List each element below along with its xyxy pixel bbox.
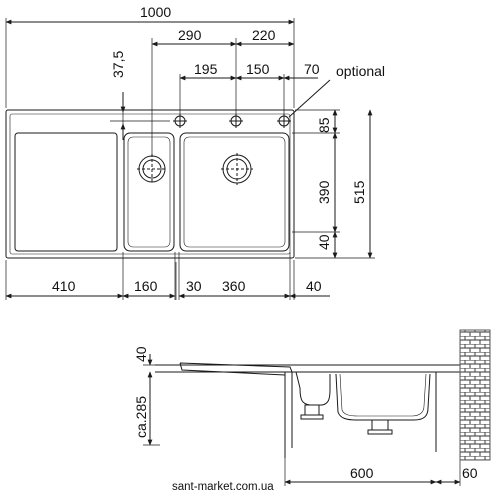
drain-trap-small: [304, 404, 320, 416]
watermark: sant-market.com.ua: [172, 481, 274, 493]
brick-wall: [459, 329, 491, 461]
small-bowl-inner: [127, 136, 171, 248]
dim-40-bottom: 40: [306, 278, 322, 294]
dim-600: 600: [350, 465, 374, 481]
dim-side-40: 40: [133, 346, 149, 362]
drain-large: [221, 153, 253, 185]
dim-30: 30: [186, 278, 202, 294]
dim-360: 360: [222, 278, 246, 294]
tap-hole-left: [173, 114, 187, 128]
tap-hole-optional: [277, 114, 291, 128]
dim-390: 390: [316, 180, 332, 204]
dim-410: 410: [52, 278, 76, 294]
dim-85: 85: [316, 117, 332, 133]
optional-label: optional: [336, 63, 385, 79]
sink-inner-rim: [9, 113, 291, 255]
drain-trap-large: [371, 419, 389, 431]
dim-60: 60: [462, 465, 478, 481]
large-bowl: [179, 132, 290, 252]
dim-40-right: 40: [316, 234, 332, 250]
dim-37-5: 37,5: [110, 51, 126, 78]
dim-290: 290: [178, 27, 202, 43]
dim-160: 160: [134, 278, 158, 294]
side-view: [143, 354, 461, 486]
dim-220: 220: [252, 27, 276, 43]
top-view: [5, 18, 375, 300]
tap-hole-center: [229, 114, 243, 128]
dim-150: 150: [246, 61, 270, 77]
dim-515: 515: [351, 180, 367, 204]
small-bowl: [123, 132, 175, 252]
large-bowl-inner: [183, 136, 286, 248]
drainboard: [14, 132, 118, 252]
dim-70: 70: [304, 61, 320, 77]
dim-195: 195: [194, 61, 218, 77]
dim-ca285: ca.285: [133, 396, 149, 438]
dim-total-width: 1000: [140, 4, 171, 20]
sink-outline: [5, 109, 295, 259]
drain-small: [137, 154, 167, 184]
sink-section: [179, 362, 293, 448]
